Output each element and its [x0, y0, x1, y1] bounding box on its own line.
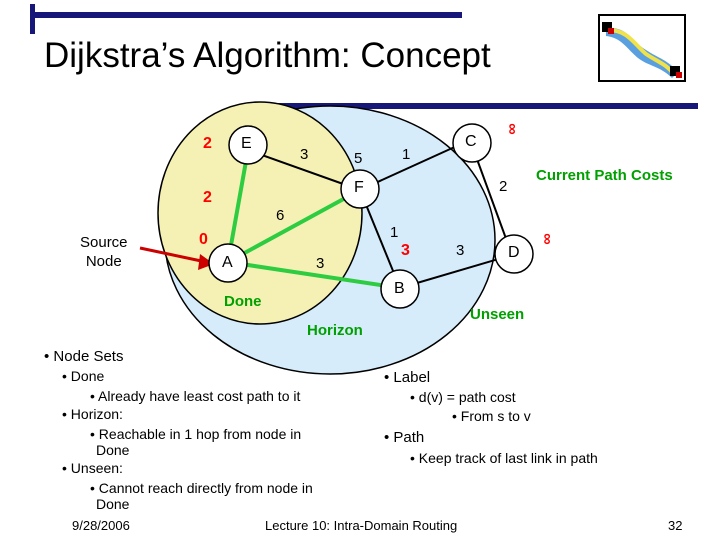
source-label-line1: Source	[80, 234, 128, 251]
edge-weight-f: 5	[354, 150, 363, 167]
edge-a-b	[227, 260, 401, 290]
done-item: • Done	[62, 368, 105, 384]
path-heading-text: Path	[393, 429, 425, 446]
node-d-shape	[494, 234, 534, 274]
horizon-desc: • Reachable in 1 hop from node in Done	[90, 426, 302, 458]
unseen-item: • Unseen:	[62, 460, 123, 476]
node-d-label: D	[508, 244, 520, 261]
node-a-shape	[208, 243, 248, 283]
cost-e: 2	[203, 135, 212, 152]
node-c-shape	[452, 123, 492, 163]
edge-weight-b-d: 3	[456, 242, 465, 259]
current-path-costs-label: Current Path Costs	[536, 167, 673, 184]
footer-page-number: 32	[668, 518, 683, 533]
label-sub-text: From s to v	[460, 408, 531, 424]
footer-lecture: Lecture 10: Intra-Domain Routing	[265, 518, 458, 533]
path-desc-text: Keep track of last link in path	[418, 450, 598, 466]
cost-d: ∞	[538, 233, 556, 245]
node-f-label: F	[354, 179, 364, 196]
horizon-label: Horizon	[307, 322, 363, 339]
source-arrow	[139, 246, 207, 264]
edge-weight-f-c: 1	[402, 146, 411, 163]
node-b-label: B	[394, 280, 405, 297]
slide-title: Dijkstra’s Algorithm: Concept	[44, 36, 491, 75]
node-c-label: C	[465, 133, 477, 150]
edge-a-e	[226, 149, 250, 263]
node-e-label: E	[241, 135, 252, 152]
done-region	[157, 101, 363, 325]
edge-weight-f-b: 1	[390, 224, 399, 241]
edge-a-f	[227, 188, 361, 264]
title-bar-bottom	[258, 103, 698, 109]
node-f-shape	[340, 169, 380, 209]
path-heading: • Path	[384, 429, 425, 446]
unseen-label: Unseen	[470, 306, 525, 323]
path-desc: • Keep track of last link in path	[410, 450, 598, 466]
title-bar-top	[30, 12, 462, 18]
edge-weight-a-b: 3	[316, 255, 325, 272]
unseen-desc: • Cannot reach directly from node in Don…	[90, 480, 313, 512]
label-desc: • d(v) = path cost	[410, 389, 516, 405]
source-arrowhead	[198, 254, 214, 270]
node-a-label: A	[222, 254, 233, 271]
label-heading: • Label	[384, 369, 431, 386]
horizon-desc-line2: Done	[96, 442, 130, 458]
horizon-term: Horizon:	[70, 406, 123, 422]
cost-f: 2	[203, 189, 212, 206]
footer-date: 9/28/2006	[72, 518, 130, 533]
edge-weight-a-f: 6	[276, 207, 285, 224]
cost-b: 3	[401, 242, 410, 259]
source-node-label: Source Node	[80, 233, 128, 271]
cost-c: ∞	[503, 123, 521, 135]
unseen-term: Unseen:	[70, 460, 123, 476]
edge-weight-e-f: 3	[300, 146, 309, 163]
label-desc-text: d(v) = path cost	[418, 389, 516, 405]
done-desc-text: Already have least cost path to it	[98, 388, 301, 404]
node-sets-heading: • Node Sets	[44, 348, 124, 365]
edge-weight-c-d: 2	[499, 178, 508, 195]
network-logo-icon	[598, 14, 686, 82]
horizon-desc-line1: Reachable in 1 hop from node in	[98, 426, 302, 442]
horizon-item: • Horizon:	[62, 406, 123, 422]
node-e-shape	[228, 125, 268, 165]
unseen-desc-line1: Cannot reach directly from node in	[98, 480, 313, 496]
edge-b-d	[399, 254, 513, 289]
done-term: Done	[70, 368, 105, 384]
label-heading-text: Label	[393, 369, 431, 386]
title-bar-left	[30, 4, 35, 34]
cost-a: 0	[199, 231, 208, 248]
done-desc: • Already have least cost path to it	[90, 388, 301, 404]
unseen-desc-line2: Done	[96, 496, 130, 512]
label-sub: • From s to v	[452, 408, 531, 424]
source-label-line2: Node	[85, 253, 122, 270]
node-sets-heading-text: Node Sets	[53, 348, 124, 365]
done-label: Done	[224, 293, 262, 310]
node-b-shape	[380, 269, 420, 309]
